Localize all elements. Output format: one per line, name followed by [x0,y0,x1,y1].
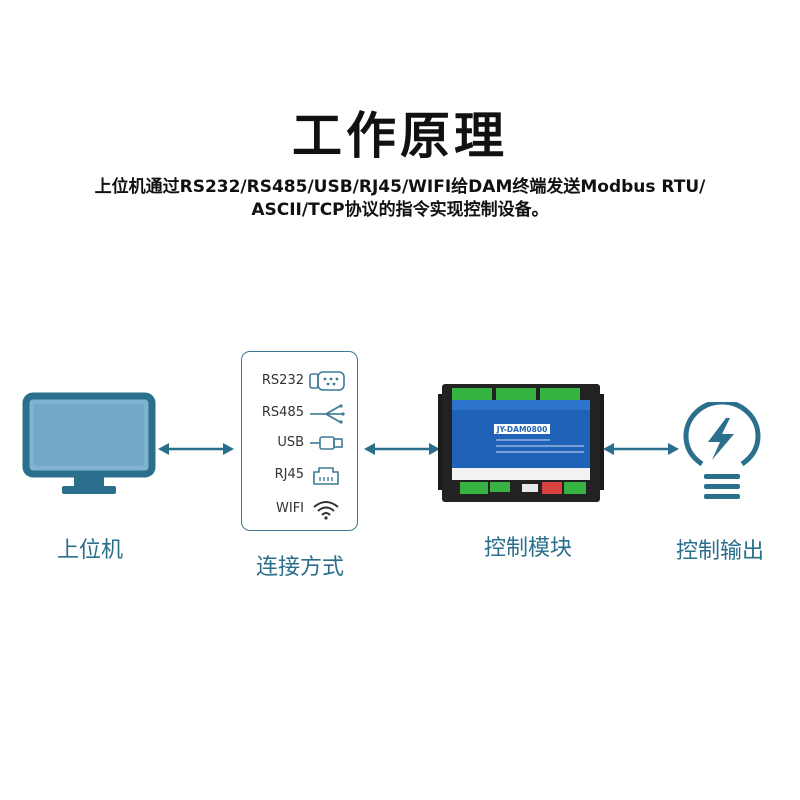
connection-item-usb: USB [242,432,359,454]
bidirectional-arrow-1 [158,443,234,455]
module-label: 控制模块 [483,536,572,561]
ethernet-port-icon [313,467,339,485]
connection-methods-box: RS232 RS485 USB RJ45 [241,351,358,531]
connection-item-wifi: WIFI [242,498,359,520]
lightning-bulb-icon [683,402,761,499]
usb-plug-icon [310,436,343,450]
output-label: 控制输出 [675,539,764,564]
description-line-2: ASCII/TCP协议的指令实现控制设备。 [251,200,549,220]
serial-port-icon [309,371,345,391]
connection-item-rs232: RS232 [242,370,359,392]
control-module-device: JY-DAM0800 [438,384,604,502]
bidirectional-arrow-3 [603,443,679,455]
host-label: 上位机 [56,538,123,563]
description-line-1: 上位机通过RS232/RS485/USB/RJ45/WIFI给DAM终端发送Mo… [94,177,706,197]
rs485-wire-icon [310,404,345,424]
connection-item-rj45: RJ45 [242,464,359,486]
module-model-text: JY-DAM0800 [496,425,548,434]
monitor-icon [22,392,156,494]
description: 上位机通过RS232/RS485/USB/RJ45/WIFI给DAM终端发送Mo… [40,176,760,222]
wifi-icon [313,501,339,520]
page-title: 工作原理 [292,107,508,165]
connection-label: 连接方式 [255,555,344,580]
bidirectional-arrow-2 [364,443,440,455]
connection-item-rs485: RS485 [242,402,359,424]
